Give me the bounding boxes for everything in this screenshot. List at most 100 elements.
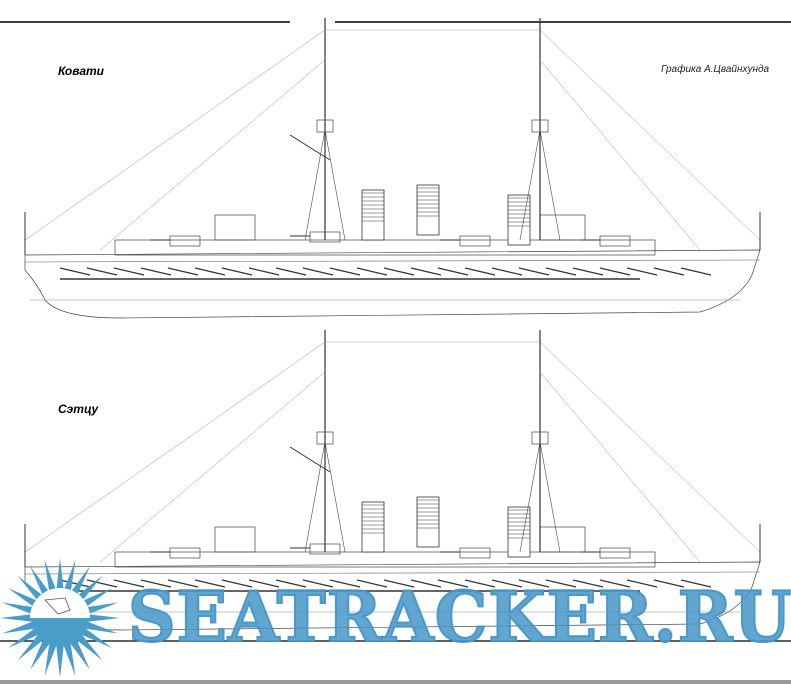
torpedo-net-boom bbox=[410, 579, 442, 588]
rigging-line bbox=[99, 371, 326, 563]
mast-strut bbox=[324, 441, 346, 553]
mast-strut bbox=[539, 441, 561, 553]
fore-bridge bbox=[214, 214, 256, 241]
torpedo-net-boom bbox=[383, 267, 415, 276]
torpedo-net-boom bbox=[437, 579, 469, 588]
mast-strut bbox=[304, 441, 326, 553]
derrick bbox=[289, 134, 331, 161]
gun-turret bbox=[169, 235, 201, 247]
torpedo-net-boom bbox=[140, 579, 172, 588]
torpedo-net-boom bbox=[302, 579, 334, 588]
funnel bbox=[416, 496, 440, 548]
torpedo-net-boom bbox=[626, 267, 658, 276]
torpedo-net-boom bbox=[248, 579, 280, 588]
torpedo-net-boom bbox=[275, 267, 307, 276]
bottom-bar bbox=[0, 680, 791, 684]
superstructure bbox=[114, 551, 656, 568]
torpedo-net-boom bbox=[464, 579, 496, 588]
sunburst-sky bbox=[30, 588, 90, 618]
mast-strut bbox=[539, 129, 561, 241]
torpedo-net-boom bbox=[545, 267, 577, 276]
torpedo-net-boom bbox=[518, 579, 550, 588]
torpedo-net-boom bbox=[572, 579, 604, 588]
torpedo-net-boom bbox=[491, 579, 523, 588]
torpedo-net-boom bbox=[356, 267, 388, 276]
torpedo-net-boom bbox=[167, 579, 199, 588]
gun-turret bbox=[599, 547, 631, 559]
torpedo-net-boom bbox=[680, 579, 712, 588]
torpedo-net-boom bbox=[59, 267, 91, 276]
torpedo-net-boom bbox=[329, 579, 361, 588]
torpedo-net-boom bbox=[680, 267, 712, 276]
torpedo-net-boom bbox=[59, 579, 91, 588]
fighting-top bbox=[531, 119, 549, 133]
gun-turret bbox=[169, 547, 201, 559]
torpedo-net-boom bbox=[275, 579, 307, 588]
torpedo-net-boom bbox=[437, 267, 469, 276]
torpedo-net-boom bbox=[113, 579, 145, 588]
torpedo-net-boom bbox=[194, 267, 226, 276]
fore-bridge bbox=[214, 526, 256, 553]
torpedo-net-boom bbox=[221, 579, 253, 588]
torpedo-net-boom bbox=[248, 267, 280, 276]
funnel bbox=[361, 501, 385, 553]
gun-turret bbox=[599, 235, 631, 247]
torpedo-net-boom bbox=[653, 579, 685, 588]
torpedo-net-boom bbox=[194, 579, 226, 588]
rigging-line bbox=[539, 29, 761, 241]
aft-bridge bbox=[539, 526, 586, 553]
watermark-text: SEATRACKER.RU bbox=[127, 575, 791, 659]
rigging-line bbox=[539, 59, 701, 251]
gun-turret bbox=[459, 547, 491, 559]
funnel bbox=[507, 506, 531, 558]
mast-strut bbox=[519, 129, 541, 241]
mast-strut bbox=[519, 441, 541, 553]
drawing-credit: Графика А.Цвайнхунда bbox=[661, 64, 770, 75]
rigging-line bbox=[99, 59, 326, 251]
torpedo-net-boom bbox=[302, 267, 334, 276]
torpedo-net-boom bbox=[140, 267, 172, 276]
rigging-line bbox=[539, 371, 701, 563]
derrick bbox=[289, 446, 331, 473]
ship-profile-kawachi bbox=[24, 18, 761, 319]
funnel bbox=[507, 194, 531, 246]
gun-turret bbox=[459, 235, 491, 247]
ship-name-2: Сэтцу bbox=[58, 402, 99, 416]
hull-outline bbox=[24, 249, 761, 319]
torpedo-net-boom bbox=[410, 267, 442, 276]
mast-strut bbox=[324, 129, 346, 241]
torpedo-net-boom bbox=[626, 579, 658, 588]
torpedo-net-boom bbox=[356, 579, 388, 588]
fighting-top bbox=[316, 119, 334, 133]
funnel bbox=[416, 184, 440, 236]
rigging-line bbox=[24, 341, 326, 553]
torpedo-net-boom bbox=[491, 267, 523, 276]
torpedo-net-boom bbox=[329, 267, 361, 276]
superstructure bbox=[114, 239, 656, 256]
deck-line bbox=[24, 571, 761, 575]
mast-strut bbox=[304, 129, 326, 241]
torpedo-net-boom bbox=[86, 267, 118, 276]
aft-bridge bbox=[539, 214, 586, 241]
fighting-top bbox=[316, 431, 334, 445]
funnel bbox=[361, 189, 385, 241]
torpedo-net-boom bbox=[113, 267, 145, 276]
rigging-line bbox=[24, 29, 326, 241]
torpedo-net-boom bbox=[464, 267, 496, 276]
rigging-line bbox=[539, 341, 761, 553]
fighting-top bbox=[531, 431, 549, 445]
logo-ship-glyph bbox=[44, 597, 71, 615]
torpedo-net-boom bbox=[599, 579, 631, 588]
torpedo-net-boom bbox=[383, 579, 415, 588]
torpedo-net-boom bbox=[167, 267, 199, 276]
torpedo-net-boom bbox=[653, 267, 685, 276]
torpedo-net-boom bbox=[86, 579, 118, 588]
sunburst-logo bbox=[0, 558, 120, 678]
torpedo-net-boom bbox=[545, 579, 577, 588]
ship-name-1: Ковати bbox=[58, 64, 105, 78]
torpedo-net-boom bbox=[572, 267, 604, 276]
deck-line bbox=[24, 259, 761, 263]
torpedo-net-boom bbox=[599, 267, 631, 276]
torpedo-net-boom bbox=[518, 267, 550, 276]
